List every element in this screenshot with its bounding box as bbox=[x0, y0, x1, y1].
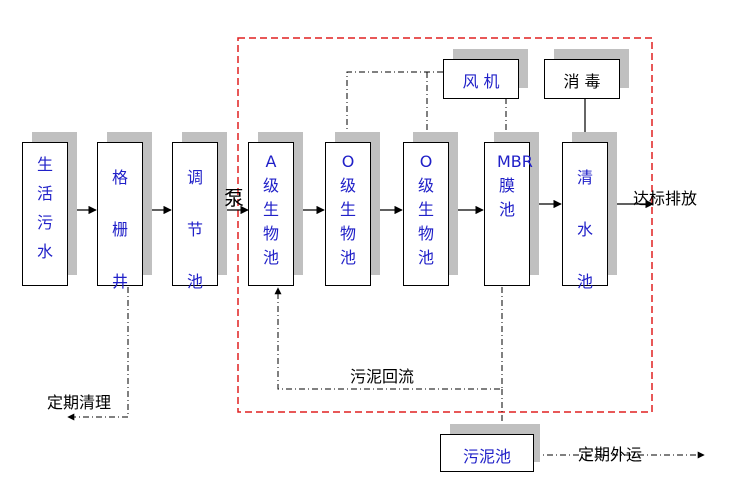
system-boundary bbox=[237, 37, 653, 413]
air-line-blower-to-o1 bbox=[343, 71, 443, 142]
node-equalization-tank bbox=[172, 142, 218, 286]
node-o-tank-1 bbox=[325, 142, 371, 286]
node-grille-well bbox=[97, 142, 143, 286]
cleaning-line-from-grille bbox=[67, 287, 129, 421]
a-tank-text: A级生物池 bbox=[262, 152, 279, 267]
node-o-tank-2 bbox=[403, 142, 449, 286]
sludge-return-line bbox=[274, 287, 503, 390]
pump-label: 泵 bbox=[224, 186, 244, 210]
sludge-tank-label: 污泥池 bbox=[462, 447, 511, 466]
clear-water-tank-text: 清水池 bbox=[576, 168, 593, 291]
node-grille-well-label: 格栅井 bbox=[110, 152, 130, 308]
blower-label: 风 机 bbox=[462, 72, 500, 91]
node-a-tank bbox=[248, 142, 294, 286]
node-sludge-tank bbox=[440, 434, 534, 472]
node-clear-water-tank bbox=[562, 142, 608, 286]
o-tank-2-text: O级生物池 bbox=[417, 152, 434, 267]
node-raw-sewage bbox=[22, 142, 68, 286]
regular-transport-label: 定期外运 bbox=[578, 445, 643, 464]
disinfection-label: 消 毒 bbox=[563, 72, 601, 91]
sludge-return-label: 污泥回流 bbox=[350, 367, 415, 386]
regular-cleaning-label: 定期清理 bbox=[47, 393, 112, 412]
node-mbr-tank bbox=[484, 142, 530, 286]
node-disinfection bbox=[544, 59, 620, 99]
node-a-tank-label: A级生物池 bbox=[261, 150, 281, 270]
discharge-label: 达标排放 bbox=[633, 189, 698, 208]
node-o-tank-2-label: O级生物池 bbox=[416, 150, 436, 270]
grille-well-text: 格栅井 bbox=[111, 168, 128, 291]
o-tank-1-text: O级生物池 bbox=[339, 152, 356, 267]
node-raw-sewage-label: 生活污水 bbox=[35, 150, 55, 266]
raw-sewage-text: 生活污水 bbox=[36, 155, 53, 261]
node-blower bbox=[443, 59, 519, 99]
node-clear-water-tank-label: 清水池 bbox=[575, 152, 595, 308]
mbr-tank-text: MBR膜池 bbox=[497, 152, 533, 219]
node-mbr-tank-label: MBR膜池 bbox=[497, 150, 533, 222]
node-o-tank-1-label: O级生物池 bbox=[338, 150, 358, 270]
equalization-tank-text: 调节池 bbox=[186, 168, 203, 291]
node-equalization-tank-label: 调节池 bbox=[185, 152, 205, 308]
